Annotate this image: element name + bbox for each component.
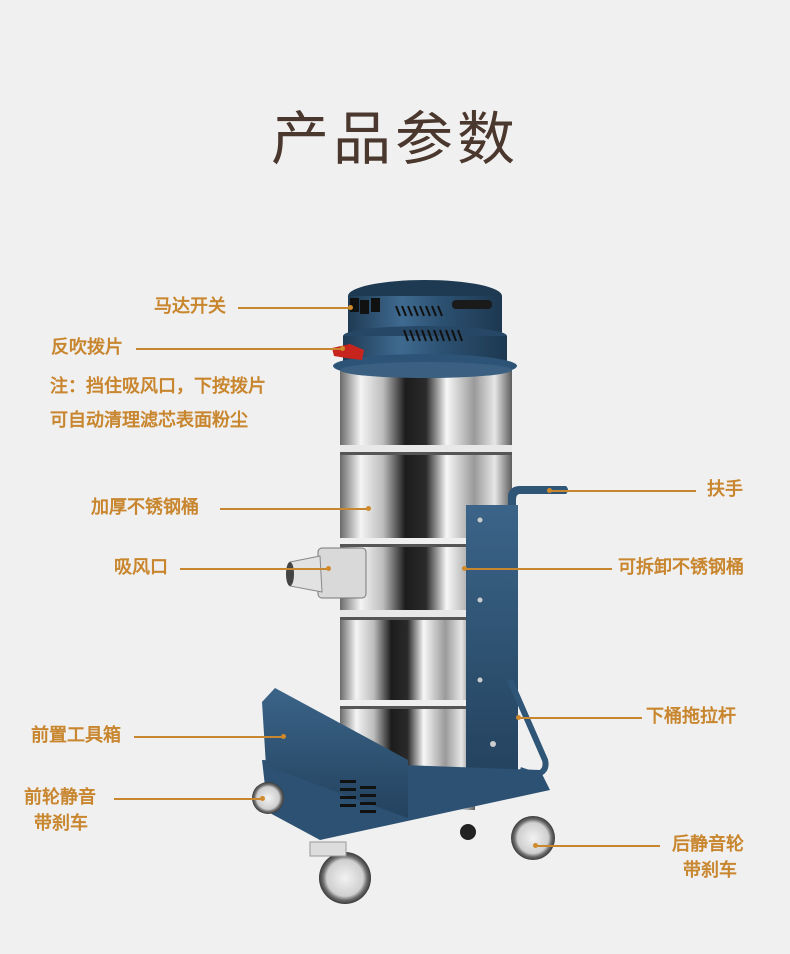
- motor-switch-dot: [348, 305, 353, 310]
- page-title: 产品参数: [270, 105, 519, 173]
- front-wheel-line: [114, 798, 264, 800]
- toolbox-dot: [281, 734, 286, 739]
- removable-bucket-dot: [462, 566, 467, 571]
- removable-bucket-line: [464, 568, 612, 570]
- steel-bucket-line: [220, 508, 368, 510]
- motor-switch-line: [238, 307, 350, 309]
- steel-bucket-dot: [366, 506, 371, 511]
- label-motor-switch: 马达开关: [154, 296, 226, 317]
- suction-inlet-dot: [326, 566, 331, 571]
- suction-inlet-line: [180, 568, 328, 570]
- label-suction-inlet: 吸风口: [114, 557, 168, 578]
- handle-dot: [547, 488, 552, 493]
- label-removable-bucket: 可拆卸不锈钢桶: [618, 557, 744, 578]
- label-front-toolbox: 前置工具箱: [31, 725, 121, 746]
- label-handle: 扶手: [707, 479, 743, 500]
- rear-wheel-dot: [533, 843, 538, 848]
- pull-rod-line: [518, 717, 642, 719]
- label-front-wheel-1: 前轮静音: [24, 787, 96, 808]
- handle-line: [550, 490, 696, 492]
- label-note-line1: 注：挡住吸风口，下按拨片: [50, 376, 266, 397]
- label-blowback-lever: 反吹拨片: [51, 337, 123, 358]
- label-bucket-pull-rod: 下桶拖拉杆: [646, 706, 736, 727]
- label-rear-wheel-2: 带刹车: [683, 860, 737, 881]
- blowback-line: [136, 348, 342, 350]
- blowback-dot: [340, 346, 345, 351]
- rear-wheel-line: [536, 845, 660, 847]
- label-note-line2: 可自动清理滤芯表面粉尘: [50, 410, 248, 431]
- toolbox-line: [134, 736, 284, 738]
- label-front-wheel-2: 带刹车: [34, 813, 88, 834]
- front-wheel-dot: [260, 796, 265, 801]
- label-thick-steel-bucket: 加厚不锈钢桶: [91, 497, 199, 518]
- pull-rod-dot: [516, 715, 521, 720]
- label-rear-wheel-1: 后静音轮: [672, 834, 744, 855]
